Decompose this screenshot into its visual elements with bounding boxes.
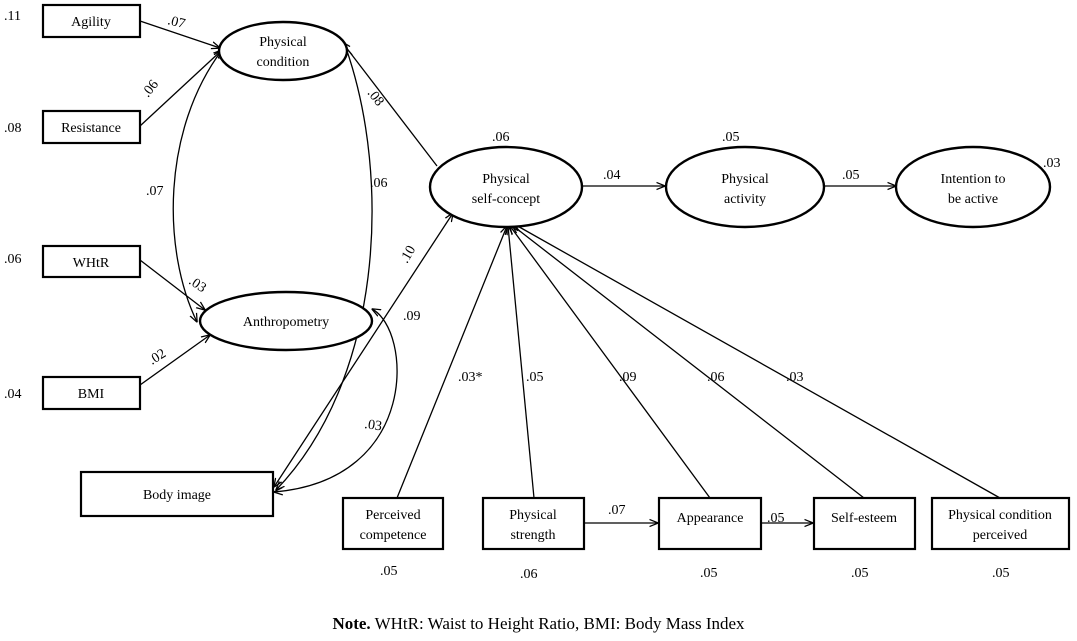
label-physical-condition-2: condition xyxy=(257,55,310,70)
label-physical-condition-perceived-1: Physical condition xyxy=(948,508,1052,523)
coef-selfesteem-selfconcept: .06 xyxy=(707,370,725,385)
observed-boxes xyxy=(41,3,1071,551)
label-physical-self-concept-1: Physical xyxy=(482,172,530,187)
box-appearance xyxy=(657,496,763,551)
label-physical-self-concept-2: self-concept xyxy=(472,192,541,207)
box-resistance xyxy=(41,109,142,145)
coef-anthropometry-bodyimage: .03 xyxy=(363,417,382,434)
box-perceived-competence xyxy=(341,496,445,551)
note-label: Note. xyxy=(332,614,371,633)
edge-agility-to-condition xyxy=(139,20,220,48)
edge-strength-to-selfconcept xyxy=(508,226,535,499)
edge-competence-to-selfconcept xyxy=(396,226,507,499)
variance-resistance: .08 xyxy=(4,121,22,136)
box-body-image xyxy=(79,470,275,518)
coef-bodyimage-selfconcept: .10 xyxy=(397,243,419,266)
label-physical-strength-2: strength xyxy=(510,528,555,543)
edge-selfconcept-to-condition xyxy=(342,42,438,167)
coef-condition-bodyimage: .06 xyxy=(370,176,388,191)
latent-ellipses xyxy=(198,20,1052,352)
variance-intention: .03 xyxy=(1043,156,1061,171)
ellipse-physical-condition xyxy=(217,20,349,82)
coef-strength-appearance: .07 xyxy=(608,503,626,518)
box-whtr xyxy=(41,244,142,279)
box-physical-strength xyxy=(481,496,586,551)
coef-strength-selfconcept: .05 xyxy=(526,370,544,385)
label-agility: Agility xyxy=(71,15,111,30)
edge-condition-bodyimage-covariance xyxy=(276,48,373,490)
note-text: WHtR: Waist to Height Ratio, BMI: Body M… xyxy=(370,614,745,633)
variance-appearance: .05 xyxy=(700,566,718,581)
coef-selfconcept-condition: .08 xyxy=(364,86,387,109)
variance-physical-activity: .05 xyxy=(722,130,740,145)
edge-anthropometry-bodyimage-covariance xyxy=(274,309,398,492)
edges xyxy=(139,20,1001,523)
label-whtr: WHtR xyxy=(73,256,110,271)
variance-physical-self-concept: .06 xyxy=(492,130,510,145)
label-body-image: Body image xyxy=(143,488,211,503)
coef-agility-resistance-cov: .07 xyxy=(146,184,164,199)
coef-agility-condition: .07 xyxy=(166,13,187,32)
coef-competence-selfconcept: .03* xyxy=(458,370,483,385)
coef-appearance-selfesteem: .05 xyxy=(767,511,785,526)
label-physical-activity-1: Physical xyxy=(721,172,769,187)
label-appearance: Appearance xyxy=(677,511,744,526)
coef-activity-intention: .05 xyxy=(842,168,860,183)
box-physical-condition-perceived xyxy=(930,496,1071,551)
coef-bmi-anthropometry: .02 xyxy=(146,346,169,368)
label-perceived-competence-1: Perceived xyxy=(365,508,420,523)
coef-anthropometry-selfconcept: .09 xyxy=(403,309,421,324)
variance-self-esteem: .05 xyxy=(851,566,869,581)
coef-appearance-selfconcept: .09 xyxy=(619,370,637,385)
label-bmi: BMI xyxy=(78,387,105,402)
variance-perceived-competence: .05 xyxy=(380,564,398,579)
box-labels: Agility Resistance WHtR BMI Body image P… xyxy=(61,15,1052,543)
label-perceived-competence-2: competence xyxy=(360,528,427,543)
coef-whtr-anthropometry: .03 xyxy=(186,274,209,296)
coef-conditionperceived-selfconcept: .03 xyxy=(786,370,804,385)
variance-bmi: .04 xyxy=(4,387,22,402)
variance-labels: .11 .08 .06 .04 .06 .05 .03 .05 .06 .05 … xyxy=(4,9,1061,582)
ellipse-labels: Physical condition Anthropometry Physica… xyxy=(243,35,1006,330)
edge-appearance-to-selfconcept xyxy=(510,226,711,499)
ellipse-physical-self-concept xyxy=(428,145,584,229)
edge-agility-resistance-covariance xyxy=(172,50,222,322)
label-physical-strength-1: Physical xyxy=(509,508,557,523)
variance-physical-strength: .06 xyxy=(520,567,538,582)
label-physical-condition-1: Physical xyxy=(259,35,307,50)
label-physical-condition-perceived-2: perceived xyxy=(973,528,1027,543)
figure-note: Note. WHtR: Waist to Height Ratio, BMI: … xyxy=(0,614,1077,634)
label-physical-activity-2: activity xyxy=(724,192,766,207)
label-resistance: Resistance xyxy=(61,121,121,136)
variance-agility: .11 xyxy=(4,9,21,24)
label-intention-1: Intention to xyxy=(941,172,1006,187)
box-agility xyxy=(41,3,142,39)
edge-conditionperceived-to-selfconcept xyxy=(514,224,1001,499)
ellipse-intention-to-be-active xyxy=(894,145,1052,229)
label-intention-2: be active xyxy=(948,192,998,207)
coef-resistance-condition: .06 xyxy=(139,77,162,100)
edge-selfesteem-to-selfconcept xyxy=(512,225,865,499)
ellipse-physical-activity xyxy=(664,145,826,229)
box-self-esteem xyxy=(812,496,917,551)
ellipse-anthropometry xyxy=(198,290,374,352)
label-anthropometry: Anthropometry xyxy=(243,315,329,330)
variance-whtr: .06 xyxy=(4,252,22,267)
path-labels: .07 .06 .07 .03 .02 .08 .06 .10 .09 .03 … xyxy=(139,13,859,526)
box-bmi xyxy=(41,375,142,411)
coef-selfconcept-activity: .04 xyxy=(603,168,621,183)
edge-bmi-to-anthropometry xyxy=(139,335,210,386)
edge-whtr-to-anthropometry xyxy=(139,259,205,310)
label-self-esteem: Self-esteem xyxy=(831,511,897,526)
variance-physical-condition-perceived: .05 xyxy=(992,566,1010,581)
